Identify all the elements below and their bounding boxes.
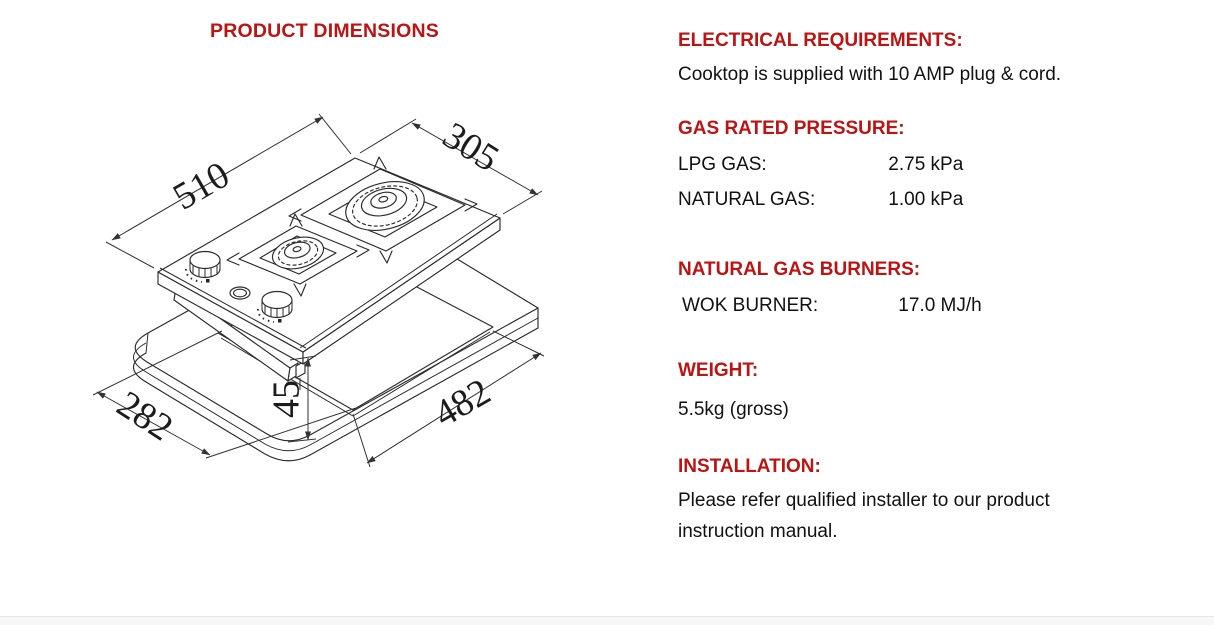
electrical-body: Cooktop is supplied with 10 AMP plug & c…	[678, 64, 1062, 85]
pan-support-finger	[356, 244, 370, 258]
control-knob-right	[256, 290, 293, 323]
installation-body: Please refer qualified installer to our …	[678, 490, 1050, 542]
dimension-45: 45	[266, 355, 317, 443]
burner-cap-small	[271, 236, 325, 270]
control-knob-left	[184, 250, 221, 283]
svg-text:482: 482	[427, 371, 497, 436]
svg-text:510: 510	[166, 154, 236, 219]
pan-support-finger	[226, 252, 240, 266]
ignition-button	[229, 286, 251, 300]
svg-text:282: 282	[109, 383, 180, 449]
wok-burner-row: WOK BURNER: 17.0 MJ/h	[682, 295, 982, 317]
burners-heading: NATURAL GAS BURNERS:	[678, 259, 921, 280]
page-title: PRODUCT DIMENSIONS	[210, 20, 439, 42]
pan-support-finger	[379, 250, 393, 264]
burner-cap-large	[345, 181, 425, 231]
lpg-gas-row: LPG GAS: 2.75 kPa	[678, 154, 963, 176]
wok-burner-label: WOK BURNER:	[682, 295, 819, 316]
natural-gas-value: 1.00 kPa	[888, 189, 964, 210]
pan-support-finger	[373, 156, 387, 170]
pan-support-finger	[293, 283, 307, 297]
electrical-heading: ELECTRICAL REQUIREMENTS:	[678, 30, 963, 51]
bottom-divider	[0, 616, 1214, 625]
burner-small	[226, 213, 370, 297]
cooktop-isometric-diagram: 510 305 282 482 45	[92, 113, 545, 468]
gas-pressure-heading: GAS RATED PRESSURE:	[678, 118, 905, 139]
weight-heading: WEIGHT:	[678, 360, 759, 381]
lpg-gas-label: LPG GAS:	[678, 154, 767, 175]
svg-text:45: 45	[266, 380, 308, 418]
weight-body: 5.5kg (gross)	[678, 399, 789, 420]
natural-gas-row: NATURAL GAS: 1.00 kPa	[678, 189, 963, 211]
product-dimensions-drawing: 510 305 282 482 45	[40, 90, 620, 580]
pan-support-finger	[464, 198, 478, 212]
wok-burner-value: 17.0 MJ/h	[898, 295, 982, 316]
lpg-gas-value: 2.75 kPa	[888, 154, 964, 175]
natural-gas-label: NATURAL GAS:	[678, 189, 816, 210]
installation-heading: INSTALLATION:	[678, 456, 821, 477]
